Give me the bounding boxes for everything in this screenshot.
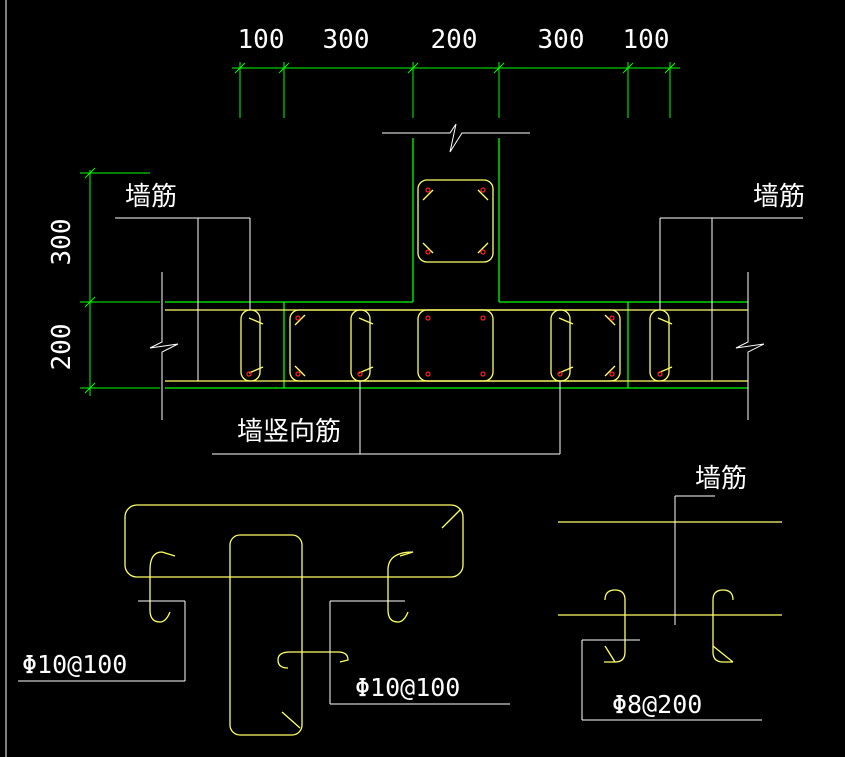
dimension-label-300-right: 300 <box>538 25 585 55</box>
t-stirrup-detail <box>124 504 464 736</box>
spec-tie-right: Φ8@200 <box>612 690 702 719</box>
spec-stirrup-left: Φ10@100 <box>22 650 127 679</box>
label-wall-rebar-left: 墙筋 <box>125 182 177 212</box>
label-wall-rebar-detail: 墙筋 <box>695 464 747 494</box>
section-rebar <box>165 179 748 382</box>
dimension-label-100-right: 100 <box>623 25 670 55</box>
wall-outline <box>165 138 748 389</box>
label-wall-vertical-rebar: 墙竖向筋 <box>237 417 341 447</box>
dimension-label-300-vertical: 300 <box>47 219 77 266</box>
dimension-label-200-vertical: 200 <box>47 324 77 371</box>
break-lines <box>149 123 765 420</box>
vertical-dimension-chain <box>80 167 160 396</box>
rebar-points <box>246 187 663 377</box>
horizontal-dimension-chain <box>232 62 680 118</box>
tie-bar-leaders <box>581 495 762 721</box>
dimension-label-100-left: 100 <box>238 25 285 55</box>
dimension-label-200-center: 200 <box>431 25 478 55</box>
leader-lines <box>115 217 803 455</box>
spec-stirrup-center: Φ10@100 <box>355 673 460 702</box>
dimension-label-300-left: 300 <box>323 25 370 55</box>
label-wall-rebar-right: 墙筋 <box>753 182 805 212</box>
t-stirrup-leaders <box>18 600 510 705</box>
tie-bar-detail <box>558 521 782 663</box>
